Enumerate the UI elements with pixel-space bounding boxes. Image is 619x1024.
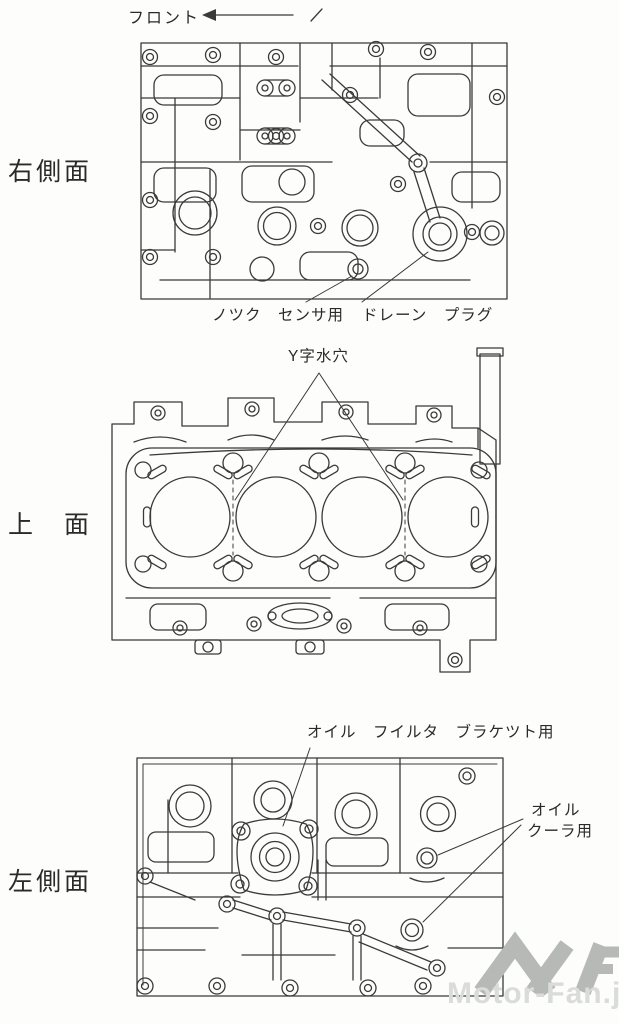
diagram-left-side-art bbox=[136, 747, 524, 997]
annotation-drain-plug: ドレーン プラグ bbox=[362, 307, 494, 324]
y-water-hole-marks bbox=[232, 479, 406, 556]
oil-filter-bracket-flange bbox=[230, 818, 319, 896]
watermark-text: Motor-Fan.jp bbox=[447, 977, 619, 1010]
knock-sensor-leader bbox=[305, 275, 353, 303]
section-title-right-side: 右側面 bbox=[8, 158, 93, 186]
motor-fan-logo-icon bbox=[474, 931, 619, 997]
annotation-oil-filter-bracket: オイル フイルタ ブラケツト用 bbox=[307, 724, 555, 741]
oil-filter-leader bbox=[282, 747, 311, 827]
section-title-left-side: 左側面 bbox=[8, 868, 93, 896]
drain-plug-boss bbox=[412, 206, 468, 262]
front-direction-label: フロント bbox=[128, 10, 201, 27]
annotation-oil-cooler-line1: オイル bbox=[531, 802, 581, 819]
annotation-y-water-hole: Y字水穴 bbox=[288, 348, 349, 365]
y-water-hole-leaders bbox=[234, 372, 404, 501]
annotation-knock-sensor: ノツク センサ用 bbox=[212, 307, 345, 324]
annotation-oil-cooler-line2: クーラ用 bbox=[527, 823, 594, 840]
bolt-bosses bbox=[141, 40, 506, 266]
oil-cooler-holes bbox=[395, 847, 445, 951]
coolant-slots bbox=[142, 464, 491, 570]
drain-plug-leader bbox=[361, 251, 429, 303]
section-title-top-view: 上 面 bbox=[8, 511, 93, 539]
diagram-right-side-art bbox=[140, 40, 508, 303]
oil-cooler-leaders bbox=[422, 818, 524, 923]
knock-sensor-boss bbox=[347, 258, 369, 280]
front-arrow-icon bbox=[202, 8, 323, 22]
cylinder-bores bbox=[149, 476, 489, 558]
diagram-top-view-art bbox=[111, 347, 504, 673]
